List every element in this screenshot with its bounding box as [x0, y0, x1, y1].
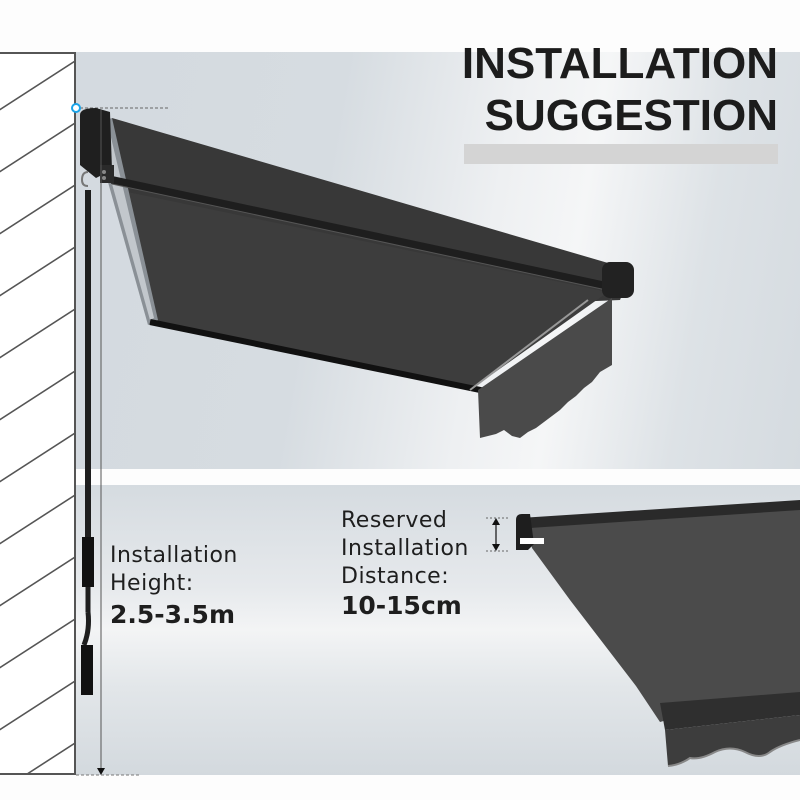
page-title: INSTALLATION SUGGESTION	[462, 38, 778, 142]
title-line-2: SUGGESTION	[484, 91, 778, 140]
wall-section	[0, 52, 76, 775]
installation-height-label-line2: Height:	[110, 571, 194, 596]
title-underline-bar	[464, 144, 778, 164]
reserved-distance-label-line2: Installation	[341, 536, 469, 561]
reserved-distance-callout: Reserved Installation Distance: 10-15cm	[341, 507, 469, 621]
wall-hatch-icon	[0, 54, 74, 773]
title-line-1: INSTALLATION	[461, 39, 778, 88]
installation-height-callout: Installation Height: 2.5-3.5m	[110, 542, 238, 630]
mount-point-marker-icon	[71, 103, 81, 113]
reserved-distance-label-line3: Distance:	[341, 564, 450, 589]
reserved-distance-value: 10-15cm	[341, 591, 462, 620]
installation-height-label-line1: Installation	[110, 543, 238, 568]
installation-height-value: 2.5-3.5m	[110, 600, 235, 629]
reserved-distance-label-line1: Reserved	[341, 508, 448, 533]
